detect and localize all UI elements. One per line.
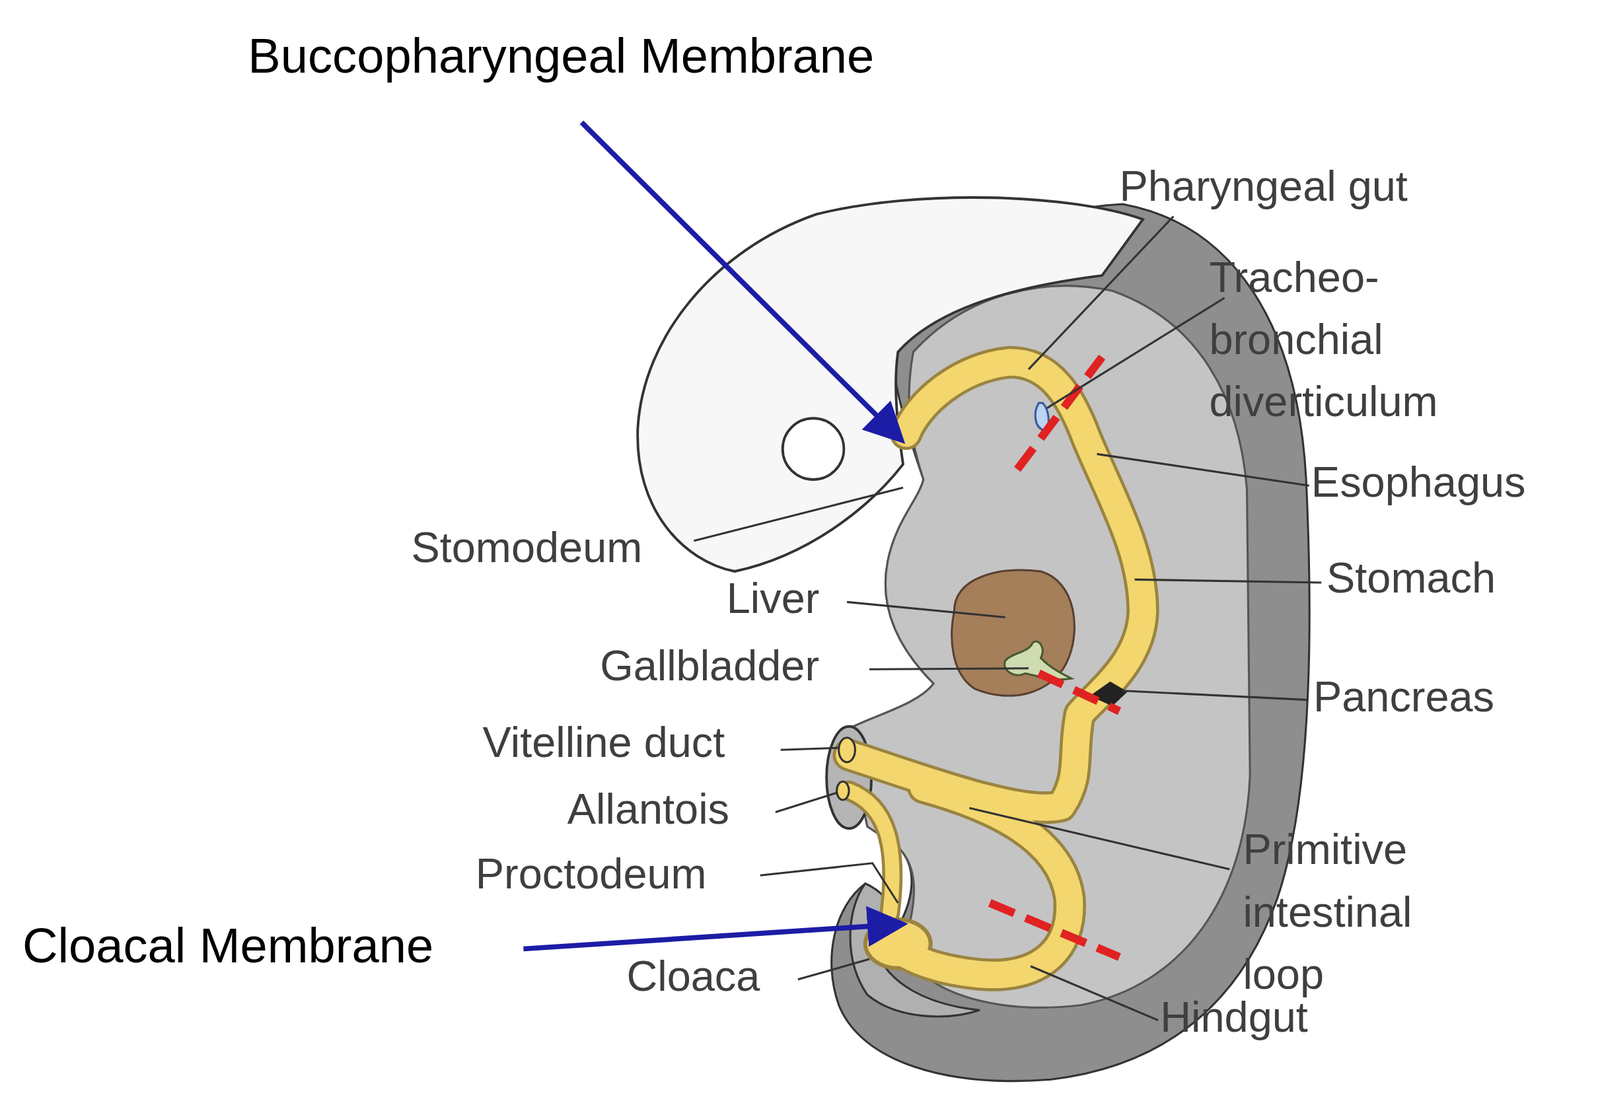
part-label: Pharyngeal gut xyxy=(1119,161,1408,213)
part-label: Liver xyxy=(726,573,820,625)
part-label: Hindgut xyxy=(1160,991,1309,1044)
tail-fold xyxy=(850,883,980,1017)
leader-line xyxy=(869,668,1029,670)
leader-line xyxy=(780,747,839,750)
pointer-arrow xyxy=(581,122,898,437)
allantois-fill xyxy=(848,790,893,913)
part-label: Gallbladder xyxy=(599,640,820,693)
part-label: Stomach xyxy=(1326,552,1496,605)
otic-vesicle xyxy=(782,418,845,480)
leader-line xyxy=(798,959,870,980)
leader-line xyxy=(693,487,904,541)
part-label: Proctodeum xyxy=(475,848,707,901)
leader-line xyxy=(969,807,1230,870)
callout-label: Cloacal Membrane xyxy=(22,916,434,976)
leader-line xyxy=(1122,690,1309,701)
leader-line xyxy=(1047,297,1225,409)
leader-line xyxy=(1028,216,1174,370)
part-label: Primitive intestinal loop xyxy=(1242,819,1412,1006)
foregut-boundary xyxy=(1017,357,1102,470)
midgut-boundary xyxy=(1038,673,1120,711)
callout-label: Buccopharyngeal Membrane xyxy=(247,26,874,86)
leader-line xyxy=(1096,453,1309,486)
part-label: Stomodeum xyxy=(410,522,643,575)
body-inner xyxy=(846,286,1250,1009)
leader-line xyxy=(760,863,899,904)
part-label: Cloaca xyxy=(626,951,760,1003)
vitelline-opening xyxy=(838,737,856,763)
part-label: Vitelline duct xyxy=(482,717,726,769)
part-label: Tracheo- bronchial diverticulum xyxy=(1208,247,1438,434)
part-label: Esophagus xyxy=(1311,457,1527,509)
allantois-opening xyxy=(836,781,850,800)
gallbladder xyxy=(1004,641,1072,680)
leader-line xyxy=(1030,966,1159,1021)
liver xyxy=(951,570,1075,696)
hindgut-boundary xyxy=(989,903,1120,958)
part-label: Allantois xyxy=(567,783,730,836)
boundary-lines xyxy=(989,357,1120,958)
leader-line xyxy=(1134,579,1322,583)
gut-outline xyxy=(848,790,893,913)
leader-line xyxy=(775,792,837,812)
pointer-arrow xyxy=(523,924,898,949)
leader-line xyxy=(846,601,1005,618)
part-label: Pancreas xyxy=(1313,671,1495,723)
